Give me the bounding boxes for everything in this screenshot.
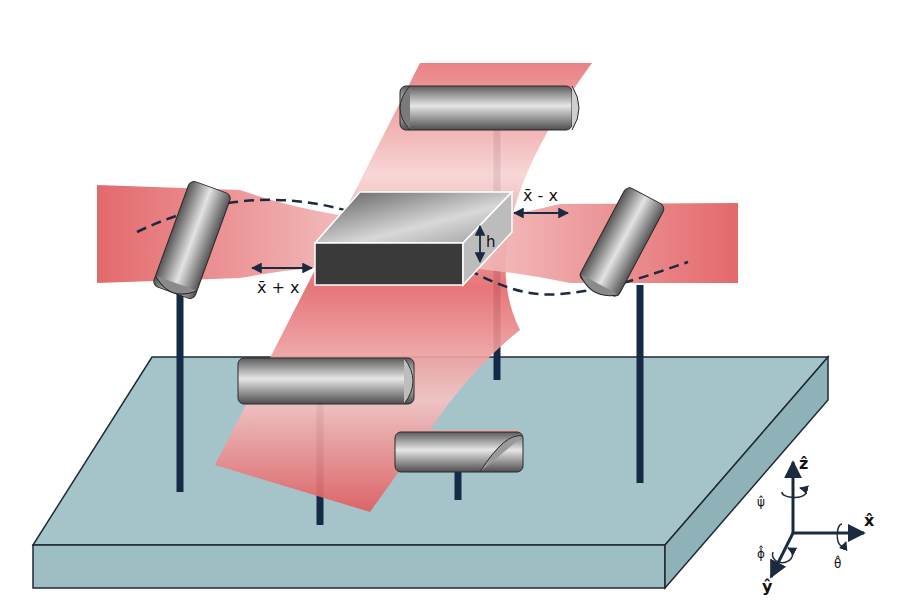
height-dimension: h [486, 234, 496, 251]
rotation-label: ϕ̂ [757, 548, 765, 561]
gap-dimension: x̄ - x [523, 187, 558, 205]
gap-dimension: x̄ + x [257, 279, 300, 297]
axis-label: ŷ [762, 578, 772, 596]
rotation-label: ψ̂ [757, 496, 765, 509]
axis-label: ẑ [799, 455, 808, 473]
rotation-label: θ̂ [834, 558, 841, 571]
axis-label: x̂ [864, 512, 874, 530]
